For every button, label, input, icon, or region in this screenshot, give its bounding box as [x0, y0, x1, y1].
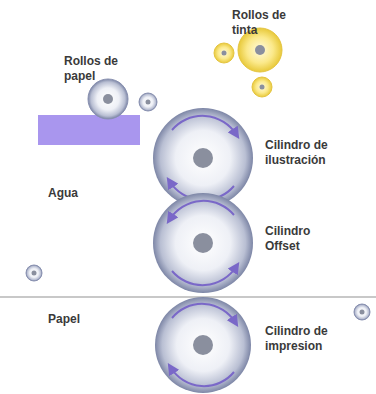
roller-hub: [103, 94, 113, 104]
guide-roller: [354, 304, 370, 320]
water-trough: [38, 115, 140, 145]
impression-cylinder-label: Cilindro de impresion: [265, 324, 361, 354]
paper-rollers-label: Rollos de papel: [64, 54, 126, 84]
paper-roller: [88, 79, 128, 119]
ink-roller: [214, 43, 234, 63]
paper-label: Papel: [48, 312, 80, 327]
ink-rollers-label: Rollos de tinta: [232, 8, 292, 38]
plate-cylinder-label: Cilindro de ilustración: [265, 138, 361, 168]
roller-hub: [255, 45, 265, 55]
ink-roller: [252, 77, 272, 97]
roller-hub: [360, 310, 365, 315]
paper-roller: [139, 93, 157, 111]
offset-cylinder-label: Cilindro Offset: [265, 224, 345, 254]
water-label: Agua: [48, 186, 78, 201]
roller-hub: [222, 51, 227, 56]
roller-hub: [32, 271, 37, 276]
impression-cylinder: [155, 297, 251, 393]
roller-hub: [260, 85, 265, 90]
paper-sheet: [0, 296, 376, 298]
roller-hub: [146, 100, 151, 105]
guide-roller: [26, 265, 42, 281]
offset-cylinder: [153, 193, 253, 293]
